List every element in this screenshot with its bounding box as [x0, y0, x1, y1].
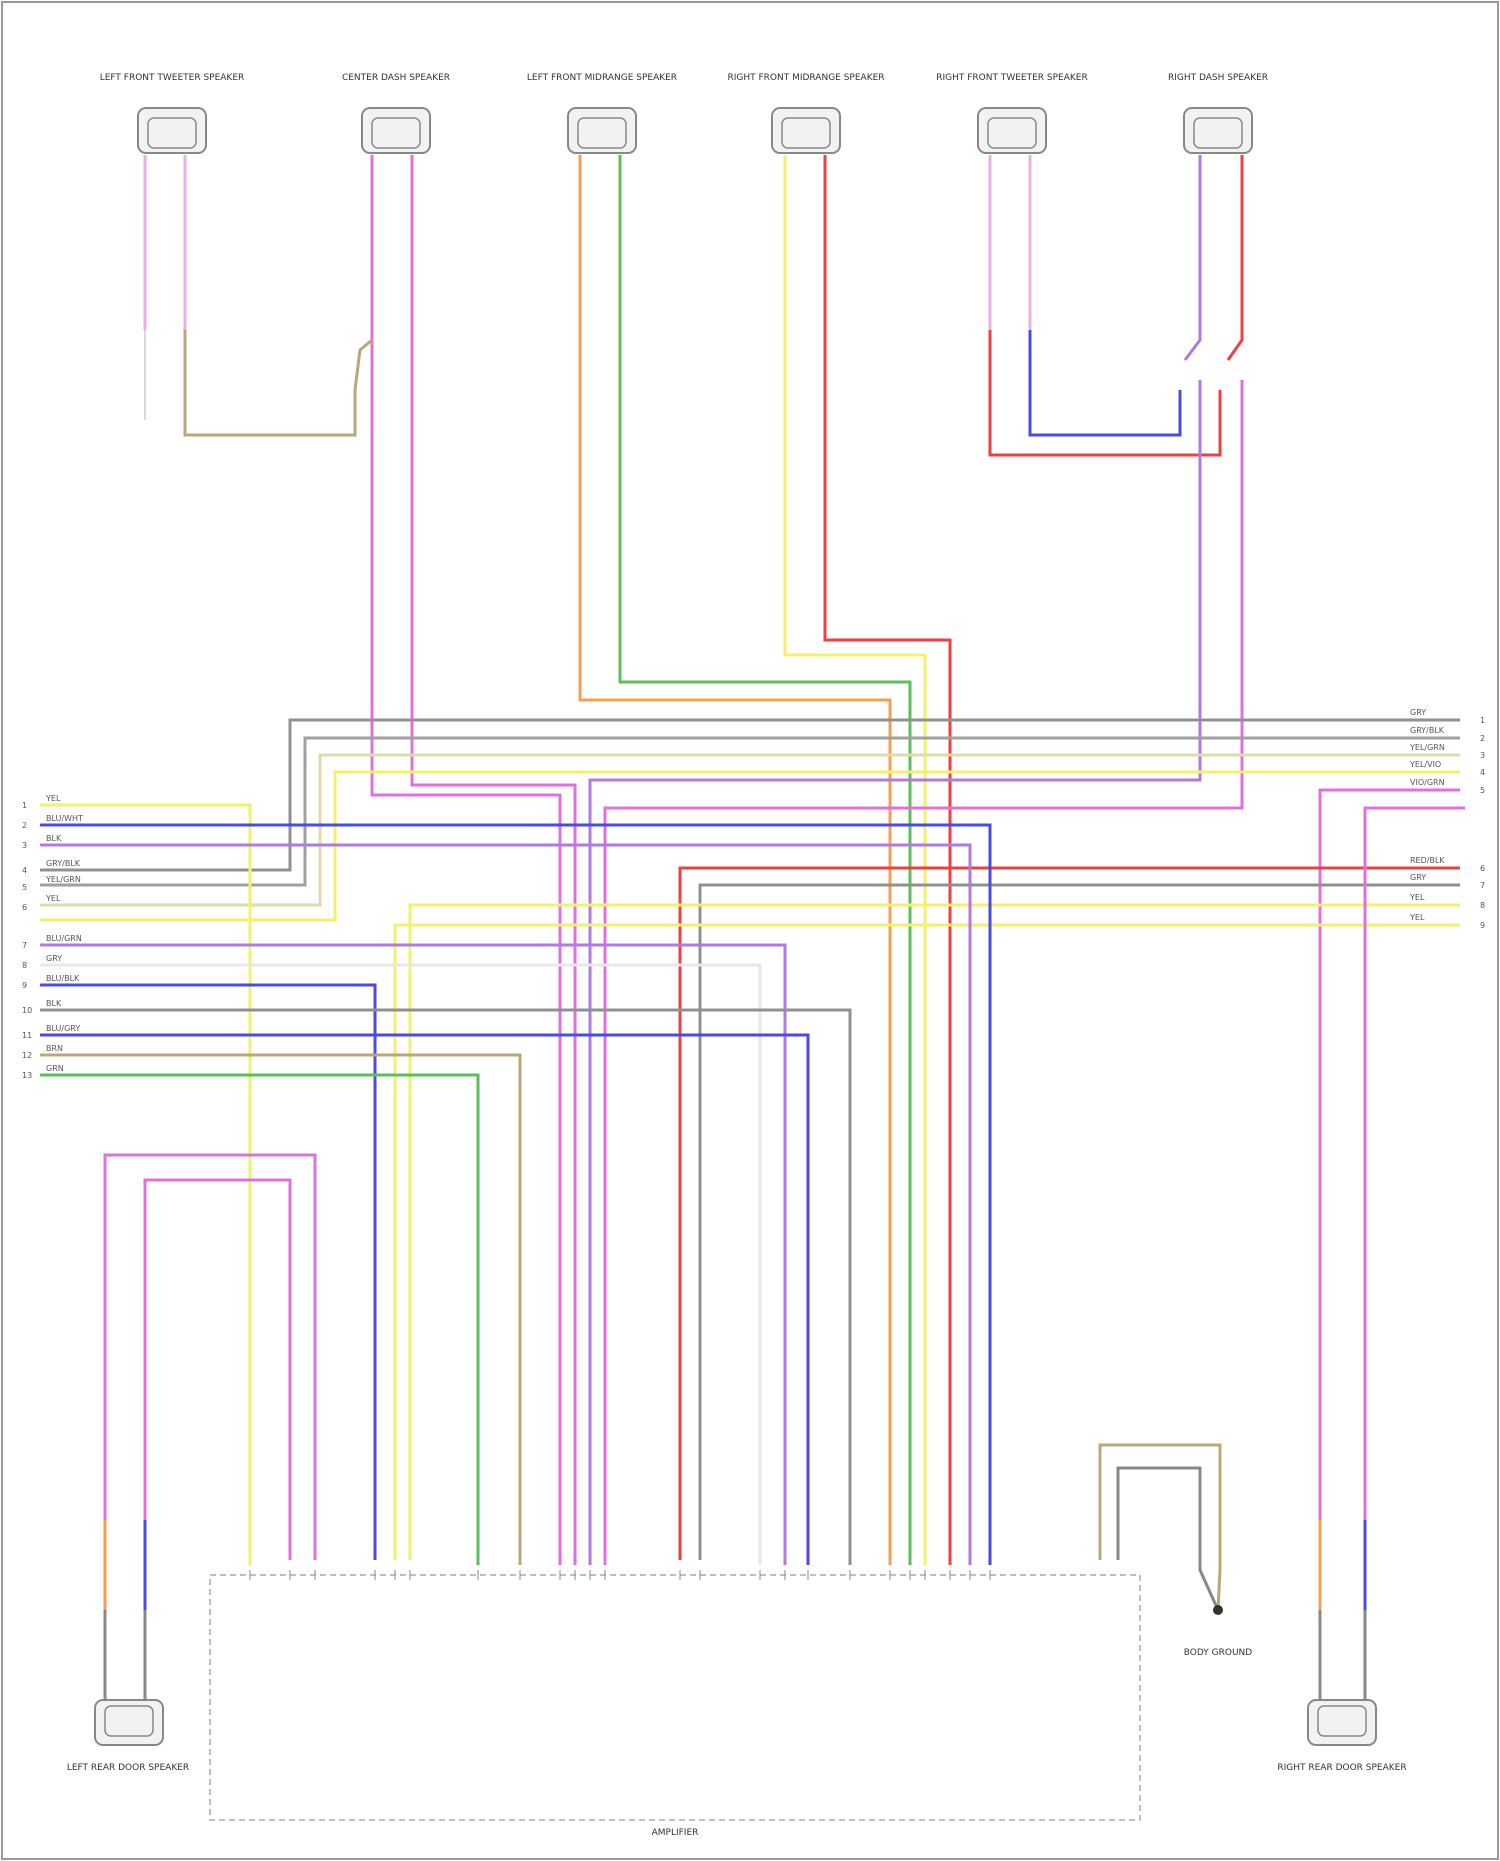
speaker-rf-tweeter: RIGHT FRONT TWEETER SPEAKER: [936, 73, 1088, 153]
wire-code: VIO/GRN: [1410, 778, 1445, 787]
speaker-label: LEFT FRONT MIDRANGE SPEAKER: [527, 73, 677, 83]
pin-number: 1: [22, 801, 27, 810]
amplifier-label: AMPLIFIER: [652, 1828, 699, 1838]
speaker-label: RIGHT DASH SPEAKER: [1168, 73, 1268, 83]
wire-code: YEL: [45, 794, 61, 803]
pin-number: 9: [1480, 921, 1485, 930]
pin-number: 4: [22, 866, 27, 875]
pin-number: 12: [22, 1051, 32, 1060]
speaker-lf-door: LEFT FRONT MIDRANGE SPEAKER: [527, 73, 677, 153]
wire-code: GRY: [1410, 873, 1426, 882]
speaker-lf-tweeter: LEFT FRONT TWEETER SPEAKER: [100, 73, 245, 153]
pin-number: 4: [1480, 768, 1485, 777]
wire-code: RED/BLK: [1410, 856, 1445, 865]
pin-number: 10: [22, 1006, 32, 1015]
speaker-lr-door: LEFT REAR DOOR SPEAKER: [67, 1700, 189, 1773]
wire-code: BLU/GRN: [46, 934, 82, 943]
pin-number: 5: [1480, 786, 1485, 795]
wire-code: GRN: [46, 1064, 64, 1073]
speaker-rr-door: RIGHT REAR DOOR SPEAKER: [1277, 1700, 1406, 1773]
pin-number: 11: [22, 1031, 32, 1040]
speaker-label: RIGHT REAR DOOR SPEAKER: [1277, 1763, 1406, 1773]
wire-code: GRY/BLK: [1410, 726, 1445, 735]
wire-code: BLU/WHT: [46, 814, 83, 823]
amplifier-box: [210, 1575, 1140, 1820]
wire-code: BLK: [46, 999, 62, 1008]
right-connector-pins: 1 2 3 4 5 6 7 8 9: [1480, 716, 1485, 930]
wire-code: BLU/BLK: [46, 974, 80, 983]
speaker-center: CENTER DASH SPEAKER: [342, 73, 450, 153]
pin-number: 6: [1480, 864, 1485, 873]
speaker-label: RIGHT FRONT TWEETER SPEAKER: [936, 73, 1088, 83]
top-speakers: LEFT FRONT TWEETER SPEAKER CENTER DASH S…: [100, 73, 1268, 153]
pin-number: 8: [1480, 901, 1485, 910]
pin-number: 1: [1480, 716, 1485, 725]
wire-code: BLU/GRY: [46, 1024, 80, 1033]
pin-number: 3: [1480, 751, 1485, 760]
speaker-label: LEFT REAR DOOR SPEAKER: [67, 1763, 189, 1773]
speaker-rf-center: RIGHT DASH SPEAKER: [1168, 73, 1268, 153]
wire-code: YEL/GRN: [45, 875, 81, 884]
speaker-rf-door: RIGHT FRONT MIDRANGE SPEAKER: [727, 73, 884, 153]
right-rear-speaker-wires: [1320, 808, 1465, 1700]
wire-code: GRY: [1410, 708, 1426, 717]
pin-number: 13: [22, 1071, 32, 1080]
wire-code: GRY: [46, 954, 62, 963]
left-connector-pins: 1 2 3 4 5 6 7 8 9 10 11 12 13: [22, 801, 32, 1080]
pin-number: 8: [22, 961, 27, 970]
wire-code: YEL: [45, 894, 61, 903]
ground-point-icon: [1213, 1605, 1223, 1615]
right-connector-bus: [40, 720, 1460, 1565]
left-rear-speaker-wires: [105, 1155, 315, 1700]
wire-code: YEL: [1409, 893, 1425, 902]
top-speaker-leads: [145, 155, 1242, 1565]
pin-number: 6: [22, 903, 27, 912]
ground-wiring: [1100, 1445, 1223, 1615]
wire-code: YEL/GRN: [1409, 743, 1445, 752]
right-connector-wire-codes: GRY GRY/BLK YEL/GRN YEL/VIO VIO/GRN RED/…: [1409, 708, 1445, 922]
wire-code: GRY/BLK: [46, 859, 81, 868]
pin-number: 7: [22, 941, 27, 950]
speaker-label: RIGHT FRONT MIDRANGE SPEAKER: [727, 73, 884, 83]
wire-code: YEL: [1409, 913, 1425, 922]
wire-code: YEL/VIO: [1409, 760, 1441, 769]
pin-number: 5: [22, 883, 27, 892]
pin-number: 7: [1480, 881, 1485, 890]
pin-number: 2: [1480, 734, 1485, 743]
pin-number: 2: [22, 821, 27, 830]
left-connector-wire-codes: YEL BLU/WHT BLK GRY/BLK YEL/GRN YEL BLU/…: [45, 794, 83, 1073]
wire-code: BRN: [46, 1044, 63, 1053]
pin-number: 9: [22, 981, 27, 990]
speaker-label: LEFT FRONT TWEETER SPEAKER: [100, 73, 245, 83]
speaker-label: CENTER DASH SPEAKER: [342, 73, 450, 83]
wire-code: BLK: [46, 834, 62, 843]
ground-label: BODY GROUND: [1184, 1648, 1253, 1658]
pin-number: 3: [22, 841, 27, 850]
